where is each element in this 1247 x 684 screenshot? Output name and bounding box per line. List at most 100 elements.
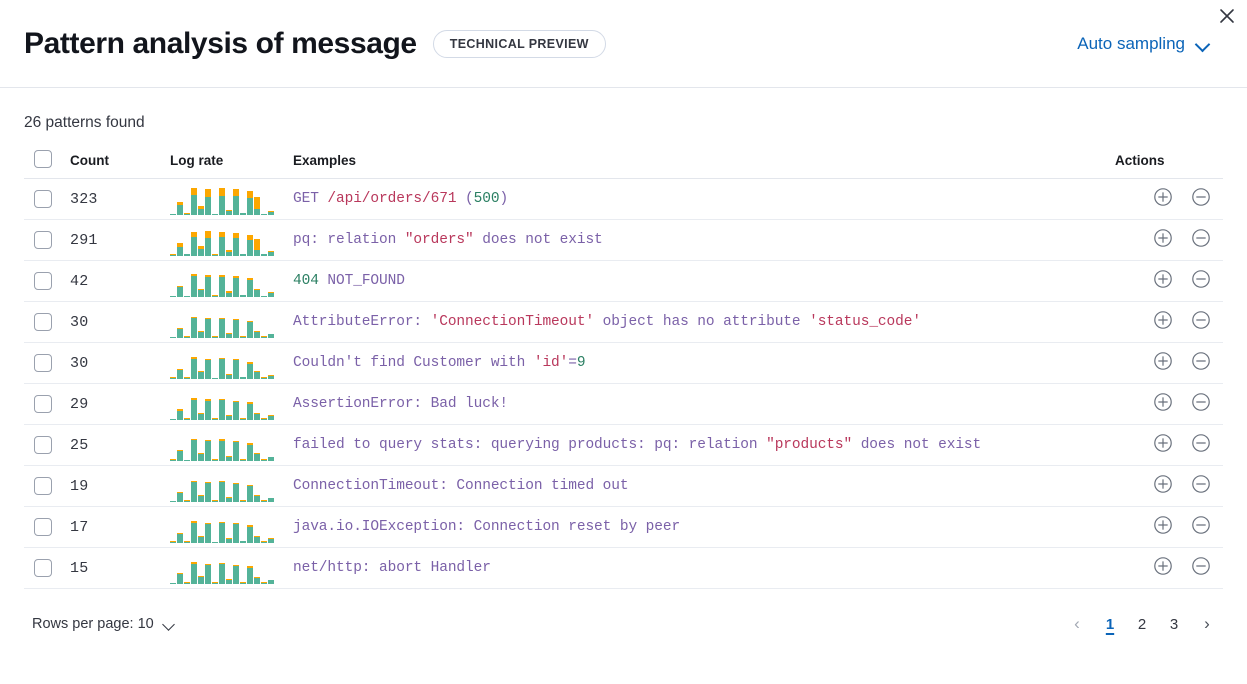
- filter-for-value-button[interactable]: [1153, 515, 1173, 535]
- sparkline-bar: [219, 275, 225, 297]
- filter-out-value-button[interactable]: [1191, 392, 1211, 412]
- sparkline-bar: [219, 439, 225, 461]
- sparkline-bar-primary: [205, 483, 211, 502]
- sparkline-bar-primary: [233, 483, 239, 502]
- filter-out-value-button[interactable]: [1191, 433, 1211, 453]
- row-checkbox[interactable]: [34, 559, 52, 577]
- sparkline-bar-primary: [198, 248, 204, 256]
- example-token-num: 500: [473, 191, 500, 207]
- pagination-page-3[interactable]: 3: [1159, 609, 1189, 639]
- filter-for-value-button[interactable]: [1153, 433, 1173, 453]
- filter-for-value-button[interactable]: [1153, 228, 1173, 248]
- log-rate-sparkline: [170, 306, 274, 338]
- sparkline-bar: [233, 359, 239, 379]
- close-button[interactable]: [1213, 2, 1241, 30]
- row-select-cell: [24, 424, 70, 466]
- row-checkbox[interactable]: [34, 436, 52, 454]
- row-example: ConnectionTimeout: Connection timed out: [293, 465, 1115, 507]
- sparkline-bar: [205, 274, 211, 297]
- filter-out-value-button[interactable]: [1191, 556, 1211, 576]
- column-header-examples[interactable]: Examples: [293, 150, 1115, 179]
- row-checkbox[interactable]: [34, 354, 52, 372]
- sparkline-bar: [268, 374, 274, 379]
- sparkline-bar: [247, 443, 253, 461]
- sparkline-bar: [226, 332, 232, 338]
- row-checkbox[interactable]: [34, 190, 52, 208]
- example-token-base: failed to query stats: querying products…: [293, 437, 767, 453]
- sparkline-bar-primary: [191, 358, 197, 379]
- filter-out-value-button[interactable]: [1191, 515, 1211, 535]
- auto-sampling-dropdown[interactable]: Auto sampling: [1075, 32, 1213, 56]
- sparkline-bar: [198, 206, 204, 215]
- filter-out-value-button[interactable]: [1191, 351, 1211, 371]
- sparkline-bar-primary: [226, 251, 232, 256]
- sparkline-bar-secondary: [177, 368, 183, 371]
- filter-out-value-button[interactable]: [1191, 228, 1211, 248]
- sparkline-bar-primary: [170, 541, 176, 543]
- column-header-log-rate[interactable]: Log rate: [170, 150, 293, 179]
- row-log-rate-cell: [170, 219, 293, 261]
- row-checkbox[interactable]: [34, 313, 52, 331]
- sparkline-bar-secondary: [247, 525, 253, 527]
- filter-out-value-button[interactable]: [1191, 474, 1211, 494]
- sparkline-bar: [184, 418, 190, 420]
- sparkline-bar: [247, 191, 253, 215]
- row-example: failed to query stats: querying products…: [293, 424, 1115, 466]
- row-actions-cell: [1115, 219, 1223, 261]
- pagination-prev-button[interactable]: ‹: [1061, 608, 1093, 640]
- sparkline-bar-secondary: [233, 189, 239, 197]
- sparkline-bar-primary: [170, 377, 176, 379]
- sparkline-bar-primary: [247, 486, 253, 502]
- rows-per-page-selector[interactable]: Rows per page: 10: [24, 612, 184, 636]
- filter-for-value-button[interactable]: [1153, 474, 1173, 494]
- filter-for-value-button[interactable]: [1153, 310, 1173, 330]
- select-all-checkbox[interactable]: [34, 150, 52, 168]
- filter-for-value-button[interactable]: [1153, 269, 1173, 289]
- row-checkbox[interactable]: [34, 518, 52, 536]
- filter-for-value-button[interactable]: [1153, 556, 1173, 576]
- row-checkbox[interactable]: [34, 477, 52, 495]
- row-select-cell: [24, 301, 70, 343]
- sparkline-bar: [170, 418, 176, 420]
- column-header-count[interactable]: Count: [70, 150, 170, 179]
- filter-for-value-button[interactable]: [1153, 351, 1173, 371]
- sparkline-bar: [212, 213, 218, 215]
- sparkline-bar: [184, 377, 190, 379]
- sparkline-bar: [247, 485, 253, 502]
- filter-for-value-button[interactable]: [1153, 187, 1173, 207]
- row-checkbox[interactable]: [34, 395, 52, 413]
- example-token-base: AttributeError:: [293, 314, 431, 330]
- filter-for-value-button[interactable]: [1153, 392, 1173, 412]
- pagination-next-button[interactable]: ›: [1191, 608, 1223, 640]
- example-token-str: "products": [766, 437, 853, 453]
- sparkline-bar-primary: [247, 240, 253, 256]
- minus-in-circle-icon: [1192, 433, 1210, 452]
- plus-in-circle-icon: [1154, 474, 1172, 493]
- sparkline-bar-primary: [233, 360, 239, 379]
- sparkline-bar-primary: [184, 541, 190, 543]
- sparkline-bar-secondary: [191, 520, 197, 523]
- row-checkbox[interactable]: [34, 231, 52, 249]
- sparkline-bar-primary: [247, 527, 253, 543]
- sparkline-bar-primary: [219, 523, 225, 543]
- row-checkbox[interactable]: [34, 272, 52, 290]
- sparkline-bar-primary: [170, 419, 176, 420]
- sparkline-bar-primary: [240, 254, 246, 256]
- sparkline-bar: [240, 336, 246, 338]
- sparkline-bar: [233, 441, 239, 461]
- sparkline-bar-primary: [261, 213, 267, 215]
- pagination-page-1[interactable]: 1: [1095, 609, 1125, 639]
- sparkline-bar-secondary: [233, 276, 239, 278]
- row-select-cell: [24, 219, 70, 261]
- pagination-page-2[interactable]: 2: [1127, 609, 1157, 639]
- sparkline-bar: [198, 576, 204, 584]
- filter-out-value-button[interactable]: [1191, 269, 1211, 289]
- row-count: 30: [70, 342, 170, 384]
- filter-out-value-button[interactable]: [1191, 310, 1211, 330]
- filter-out-value-button[interactable]: [1191, 187, 1211, 207]
- header-left-group: Pattern analysis of message TECHNICAL PR…: [24, 27, 606, 61]
- sparkline-bar-secondary: [268, 291, 274, 294]
- sparkline-bar-primary: [226, 415, 232, 420]
- close-icon: [1220, 9, 1234, 23]
